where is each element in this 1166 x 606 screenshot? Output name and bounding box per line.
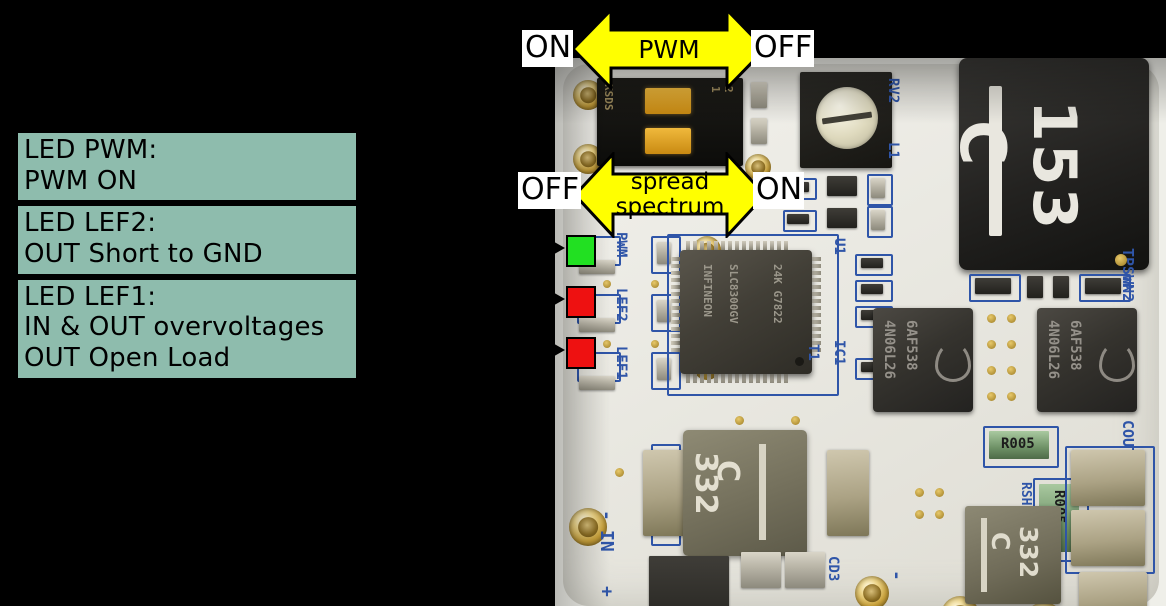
inductor-bar bbox=[759, 444, 766, 540]
inductor-polarity-bar bbox=[989, 86, 1002, 236]
cap-cout2-3 bbox=[1079, 572, 1147, 606]
pointer-arrow-lef1 bbox=[549, 341, 565, 359]
inductor-332: C 332 bbox=[683, 430, 807, 556]
spread-spectrum-left-state: OFF bbox=[518, 172, 582, 209]
legend-line: LED LEF1: bbox=[24, 281, 157, 312]
dip-switch-1[interactable] bbox=[645, 88, 691, 114]
mosfet-right: 4N06L26 6AF538 bbox=[1037, 308, 1137, 412]
ic-outline bbox=[667, 234, 839, 396]
dip-switch-2[interactable] bbox=[645, 128, 691, 154]
led-lef1-indicator bbox=[566, 337, 596, 369]
legend-line: LED LEF2: bbox=[24, 208, 157, 239]
spread-spectrum-right-state: ON bbox=[753, 172, 805, 209]
pwm-annotation-arrow: PWM bbox=[573, 8, 765, 90]
shunt-mark: R005 bbox=[1001, 436, 1035, 452]
cap-input-1 bbox=[643, 450, 685, 536]
legend-item-led-lef1: LED LEF1: IN & OUT overvoltages OUT Open… bbox=[18, 279, 356, 378]
inductor-153: C 153 bbox=[946, 58, 1149, 270]
trimmer-potentiometer[interactable] bbox=[800, 72, 892, 168]
ic-pin1-dot bbox=[795, 357, 804, 366]
pad-in-minus bbox=[569, 508, 607, 546]
cap-output-1 bbox=[827, 450, 869, 536]
shunt-resistor bbox=[989, 431, 1049, 459]
legend-line: PWM ON bbox=[24, 165, 138, 196]
smd-led-lef2 bbox=[579, 318, 615, 332]
main-ic: INFINEON SLC8300GV 24K G7822 bbox=[680, 250, 812, 374]
legend-line: LED PWM: bbox=[24, 135, 158, 165]
photo-vignette bbox=[555, 58, 1166, 606]
legend-panel: LED PWM: PWM ON LED LEF2: OUT Short to G… bbox=[18, 133, 356, 384]
diode-d4 bbox=[649, 556, 729, 606]
legend-item-led-lef2: LED LEF2: OUT Short to GND bbox=[18, 206, 356, 274]
legend-line: IN & OUT overvoltages bbox=[24, 312, 325, 343]
legend-line: OUT Short to GND bbox=[24, 239, 263, 270]
cap-cout2-2 bbox=[1071, 510, 1145, 566]
led-lef2-indicator bbox=[566, 286, 596, 318]
infineon-logo-icon bbox=[935, 342, 971, 382]
pad-out-minus bbox=[855, 576, 889, 606]
mosfet-left: 4N06L26 6AF538 bbox=[873, 308, 973, 412]
pwm-right-state: OFF bbox=[751, 30, 815, 67]
legend-line: OUT Open Load bbox=[24, 343, 231, 374]
pointer-arrow-lef2 bbox=[549, 290, 565, 308]
pad-out-2 bbox=[1025, 602, 1063, 606]
smd-led-lef1 bbox=[579, 376, 615, 390]
legend-item-led-pwm: LED PWM: PWM ON bbox=[18, 133, 356, 201]
pcb-photo: GND RSET KSDS 2 1 RV2 L1 C 153 PWM LEF2 … bbox=[555, 58, 1166, 606]
cap-tantalum-332: C 332 bbox=[965, 506, 1061, 604]
cap-polarity-bar bbox=[981, 518, 987, 592]
infineon-logo-icon-2 bbox=[1099, 342, 1135, 382]
spread-spectrum-annotation-arrow: spread spectrum bbox=[575, 152, 765, 238]
led-pwm-indicator bbox=[566, 235, 596, 267]
dip-switch[interactable]: KSDS 2 1 bbox=[597, 78, 743, 166]
cap-cout2-1 bbox=[1071, 450, 1145, 506]
pointer-arrow-pwm bbox=[549, 239, 565, 257]
footprint-shunt bbox=[983, 426, 1059, 468]
pwm-left-state: ON bbox=[522, 30, 574, 67]
